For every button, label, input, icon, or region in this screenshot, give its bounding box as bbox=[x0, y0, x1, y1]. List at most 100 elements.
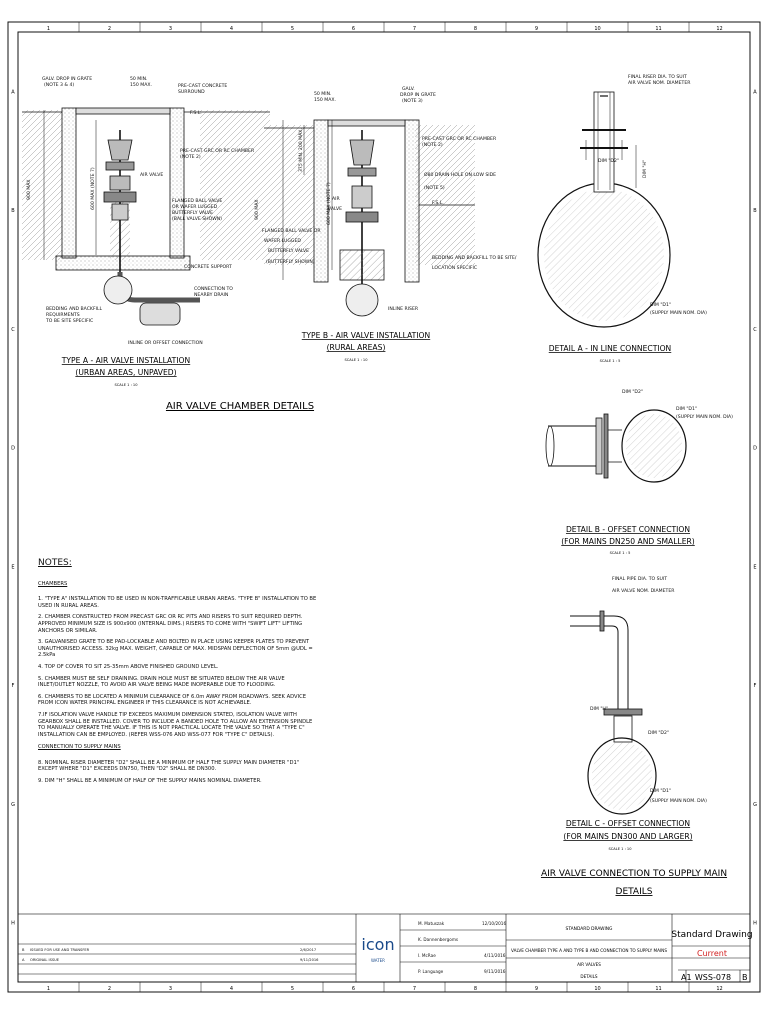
grid-column-label: 8 bbox=[474, 26, 477, 32]
grid-column-label: 3 bbox=[169, 986, 172, 992]
label: (NOTE 3 & 4) bbox=[44, 82, 74, 88]
grid-column-label: 5 bbox=[291, 26, 294, 32]
grid-column-label: 6 bbox=[352, 26, 355, 32]
rev-desc: ORIGINAL ISSUE bbox=[30, 958, 60, 962]
note-item: 2. CHAMBER CONSTRUCTED FROM PRECAST GRC … bbox=[38, 614, 303, 634]
label: PRE-CAST CONCRETE bbox=[178, 83, 227, 89]
grid-row-label: D bbox=[753, 446, 757, 452]
standard-drawing-label: STANDARD DRAWING bbox=[566, 926, 613, 932]
label: FINAL RISER DIA. TO SUIT bbox=[628, 74, 687, 80]
supply-note-item: 8. NOMINAL RISER DIAMETER "D2" SHALL BE … bbox=[38, 759, 300, 773]
status-badge: Current bbox=[697, 949, 727, 958]
label: NEARBY DRAIN bbox=[194, 292, 228, 298]
note-item: 6. CHAMBERS TO BE LOCATED A MINIMUM CLEA… bbox=[38, 693, 307, 707]
note-item: 7.IF ISOLATION VALVE HANDLE TIP EXCEEDS … bbox=[38, 711, 313, 738]
label: DIM "D1" bbox=[676, 406, 697, 412]
rev-date: 9/11/2016 bbox=[300, 958, 319, 962]
grid-column-label: 7 bbox=[413, 26, 416, 32]
detail-c-title: DETAIL C - OFFSET CONNECTION bbox=[566, 819, 690, 828]
label: (NOTE 5) bbox=[424, 185, 445, 191]
label: DIM "D2" bbox=[622, 389, 643, 395]
label: (BALL VALVE SHOWN) bbox=[172, 216, 222, 222]
detail-c-subtitle: (FOR MAINS DN300 AND LARGER) bbox=[563, 832, 692, 841]
label: (NOTE 3) bbox=[402, 98, 423, 104]
grid-column-label: 3 bbox=[169, 26, 172, 32]
icon-water-logo: icon bbox=[361, 935, 394, 954]
label: AIR VALVE NOM. DIAMETER bbox=[628, 80, 691, 86]
grid-column-label: 2 bbox=[108, 986, 111, 992]
label: F.S.L. bbox=[432, 200, 444, 206]
rev-id: A bbox=[22, 958, 25, 962]
label: 900 MAX bbox=[254, 200, 260, 220]
label: F.S.L. bbox=[190, 110, 202, 116]
label: DIM "H" bbox=[642, 160, 648, 178]
date: 4/11/2016 bbox=[484, 953, 506, 958]
grid-column-label: 9 bbox=[535, 26, 538, 32]
type-b-scale: SCALE 1 : 10 bbox=[344, 358, 368, 362]
grid-column-label: 1 bbox=[47, 986, 50, 992]
label: PRE-CAST GRC OR RC CHAMBER bbox=[422, 136, 497, 142]
grid-column-label: 8 bbox=[474, 986, 477, 992]
revision-letter: B bbox=[742, 973, 748, 982]
rev-id: B bbox=[22, 948, 25, 952]
label: GALV. bbox=[402, 86, 415, 92]
supply-note-item: 9. DIM "H" SHALL BE A MINIMUM OF HALF OF… bbox=[38, 778, 262, 785]
grid-column-label: 7 bbox=[413, 986, 416, 992]
label: VALVE bbox=[328, 206, 342, 212]
grid-row-label: B bbox=[11, 208, 15, 214]
supply-notes-list: 8. NOMINAL RISER DIAMETER "D2" SHALL BE … bbox=[38, 760, 318, 785]
type-b-detail bbox=[264, 119, 475, 317]
grid-row-label: F bbox=[12, 683, 15, 689]
type-a-title: TYPE A - AIR VALVE INSTALLATION bbox=[61, 356, 190, 365]
label: DIM "D1" bbox=[650, 302, 671, 308]
type-a-subtitle: (URBAN AREAS, UNPAVED) bbox=[75, 368, 176, 377]
grid-row-label: A bbox=[753, 89, 757, 95]
grid-column-label: 12 bbox=[716, 26, 722, 32]
detail-c-drawing bbox=[570, 610, 657, 815]
detail-b-subtitle: (FOR MAINS DN250 AND SMALLER) bbox=[561, 537, 695, 546]
label: 900 MAX bbox=[26, 180, 32, 200]
label: FLANGED BALL VALVE OR bbox=[262, 228, 321, 234]
label: LOCATION SPECIFIC bbox=[432, 265, 477, 271]
grid-row-label: E bbox=[11, 564, 14, 570]
date: 9/11/2016 bbox=[484, 969, 506, 974]
label: 150 MAX. bbox=[130, 82, 152, 88]
label: PRE-CAST GRC OR RC CHAMBER bbox=[180, 148, 255, 154]
detail-a-scale: SCALE 1 : 5 bbox=[600, 359, 621, 363]
title-block bbox=[17, 913, 751, 983]
label: CONCRETE SUPPORT bbox=[184, 264, 232, 270]
title-block-people: M. Matuszak K. Dannenbergoms I. McRae P.… bbox=[418, 921, 506, 974]
notes-list: 1. "TYPE A" INSTALLATION TO BE USED IN N… bbox=[38, 596, 318, 738]
label: DIM "D2" bbox=[598, 158, 619, 164]
grid-row-label: H bbox=[11, 921, 15, 927]
type-a-detail bbox=[22, 107, 270, 326]
label: INLINE OR OFFSET CONNECTION bbox=[128, 340, 203, 346]
drawing-sheet-name: DETAILS bbox=[580, 974, 598, 979]
label: DIM "H" bbox=[590, 706, 608, 712]
label: (SUPPLY MAIN NOM. DIA) bbox=[650, 798, 707, 804]
grid-column-label: 2 bbox=[108, 26, 111, 32]
grid-row-label: D bbox=[11, 446, 15, 452]
label: Ø80 DRAIN HOLE ON LOW SIDE bbox=[424, 171, 496, 178]
label: GALV. DROP IN GRATE bbox=[42, 76, 92, 82]
label: 150 MAX. bbox=[314, 97, 336, 103]
label: CONNECTION TO bbox=[194, 286, 233, 292]
grid-column-label: 1 bbox=[47, 26, 50, 32]
rev-desc: ISSUED FOR USE AND TRANSFER bbox=[30, 948, 90, 952]
connection-title: AIR VALVE CONNECTION TO SUPPLY MAIN bbox=[541, 869, 727, 879]
supply-heading: CONNECTION TO SUPPLY MAINS bbox=[38, 744, 121, 751]
logo-subtext: WATER bbox=[371, 958, 385, 963]
designed-by: K. Dannenbergoms bbox=[418, 937, 458, 942]
grid-column-label: 10 bbox=[594, 26, 600, 32]
label: FINAL PIPE DIA. TO SUIT bbox=[612, 576, 667, 582]
detail-b-drawing bbox=[545, 409, 687, 483]
drawn-by: M. Matuszak bbox=[418, 921, 445, 926]
note-item: 4. TOP OF COVER TO SIT 25-35mm ABOVE FIN… bbox=[38, 663, 219, 670]
grid-column-label: 5 bbox=[291, 986, 294, 992]
note-item: 3. GALVANISED GRATE TO BE PAD-LOCKABLE A… bbox=[38, 639, 313, 659]
date: 12/10/2016 bbox=[482, 921, 506, 926]
notes-panel: NOTES: CHAMBERS 1. "TYPE A" INSTALLATION… bbox=[38, 559, 318, 790]
detail-c-scale: SCALE 1 : 10 bbox=[608, 847, 632, 851]
grid-column-label: 6 bbox=[352, 986, 355, 992]
